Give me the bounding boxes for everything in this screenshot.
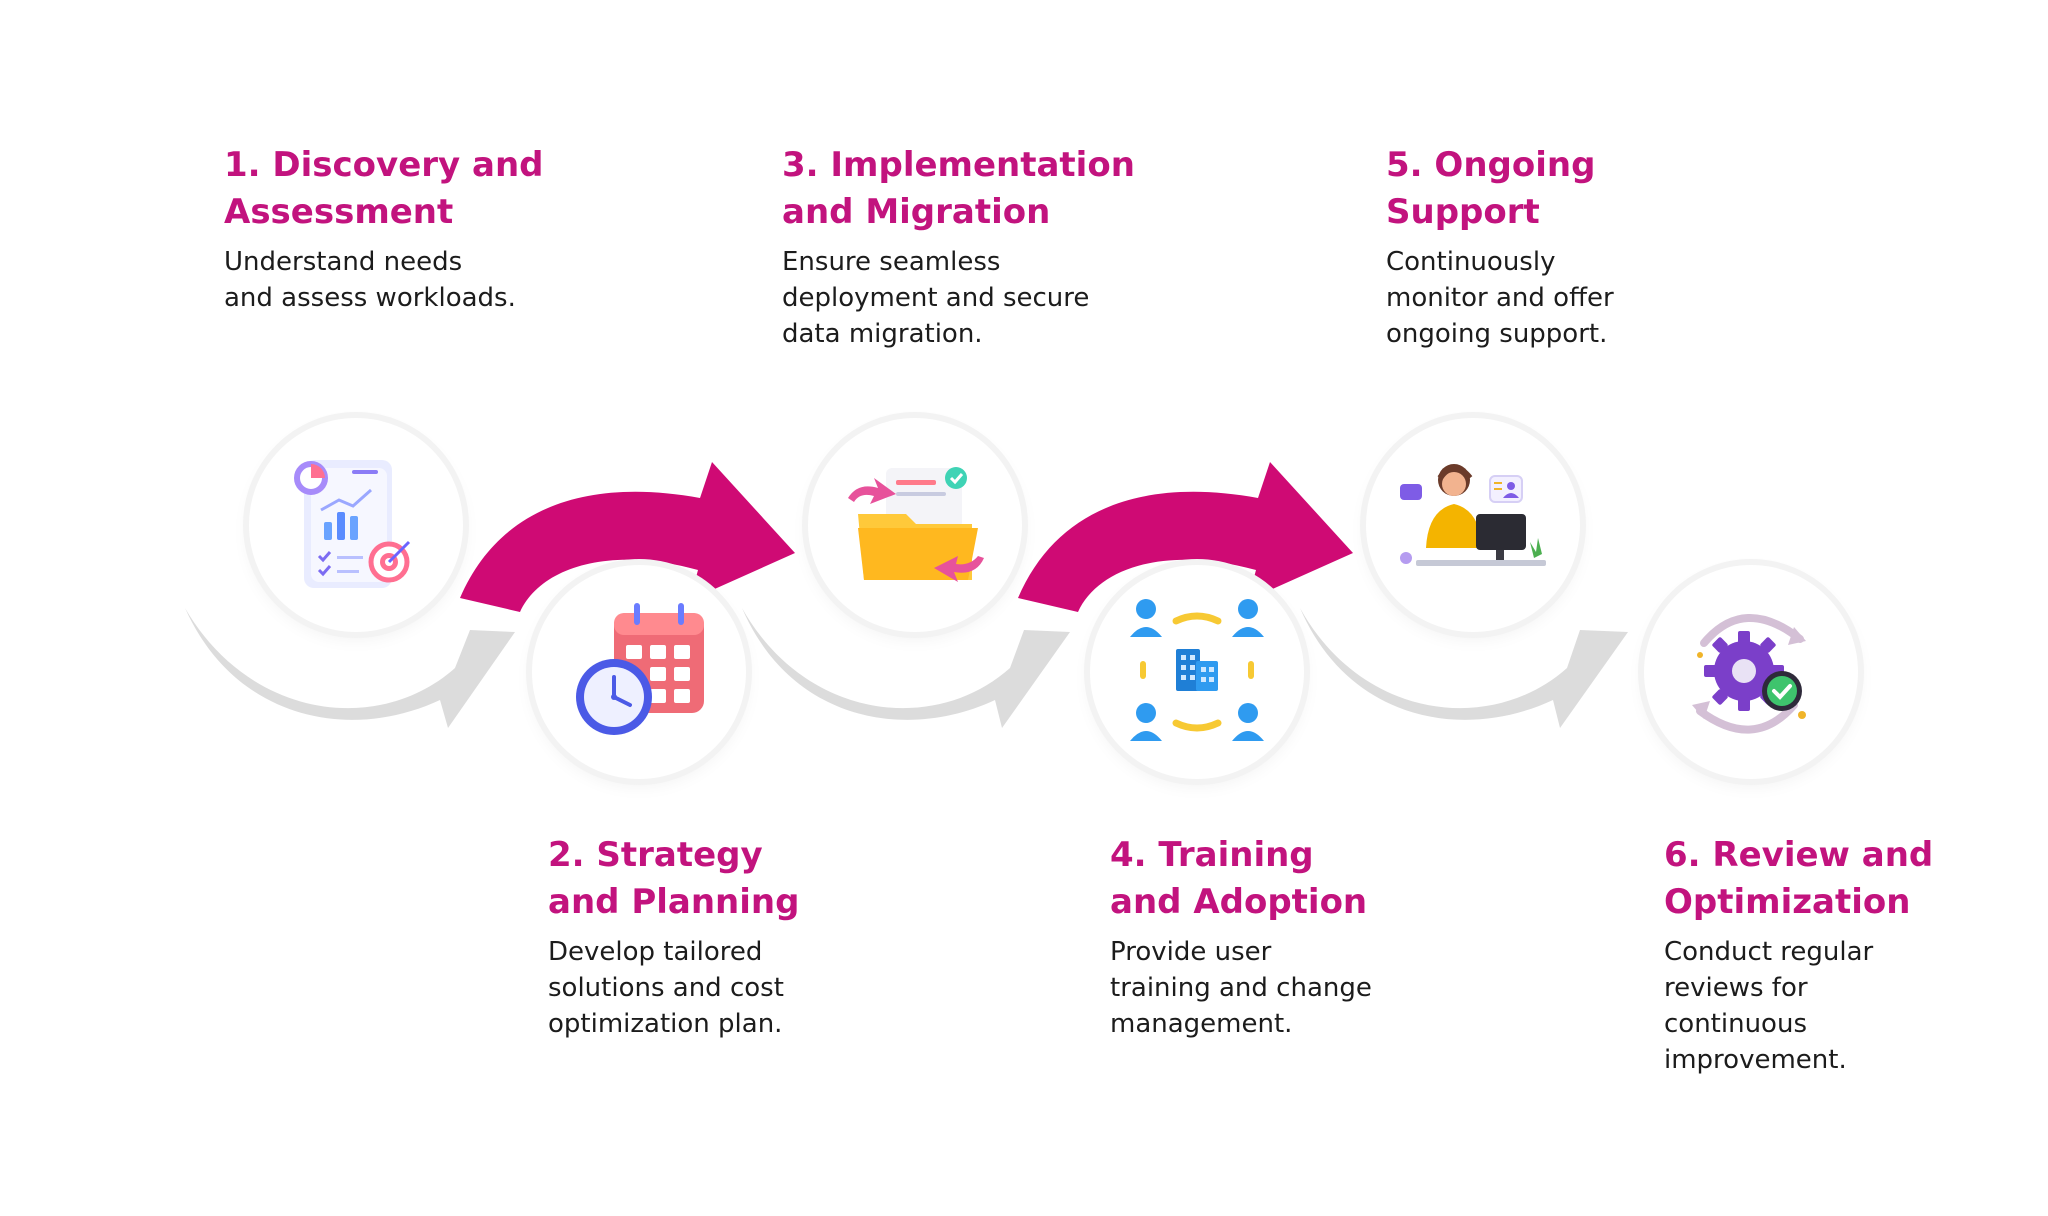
- step-2-circle: [532, 565, 746, 779]
- step-6-description: Conduct regular reviews for continuous i…: [1664, 937, 1874, 1075]
- calendar-clock-icon: [576, 603, 704, 735]
- report-chart-target-icon: [294, 460, 411, 588]
- support-agent-icon: [1400, 464, 1546, 566]
- team-building-icon: [1130, 599, 1264, 741]
- step-1-title: 1. Discovery and Assessment: [224, 145, 544, 232]
- step-5-description: Continuously monitor and offer ongoing s…: [1386, 247, 1614, 349]
- step-5-circle: [1366, 418, 1580, 632]
- step-1-text: 1. Discovery and Assessment Understand n…: [224, 142, 584, 316]
- gear-cycle-check-icon: [1692, 614, 1806, 734]
- step-6-circle: [1644, 565, 1858, 779]
- step-6-text: 6. Review and Optimization Conduct regul…: [1664, 832, 2024, 1078]
- step-2-text: 2. Strategy and Planning Develop tailore…: [548, 832, 908, 1042]
- step-3-text: 3. Implementation and Migration Ensure s…: [782, 142, 1142, 352]
- step-5-text: 5. Ongoing Support Continuously monitor …: [1386, 142, 1746, 352]
- step-2-title: 2. Strategy and Planning: [548, 835, 800, 922]
- step-6-title: 6. Review and Optimization: [1664, 835, 1934, 922]
- step-3-title: 3. Implementation and Migration: [782, 145, 1135, 232]
- magenta-arrow-1: [460, 462, 795, 612]
- gray-arrow-3: [1300, 608, 1628, 728]
- step-3-circle: [808, 418, 1022, 632]
- step-4-title: 4. Training and Adoption: [1110, 835, 1368, 922]
- gray-arrow-1: [185, 608, 515, 728]
- step-4-circle: [1090, 565, 1304, 779]
- folder-transfer-icon: [848, 467, 984, 582]
- step-4-description: Provide user training and change managem…: [1110, 937, 1372, 1039]
- gray-arrow-2: [742, 608, 1070, 728]
- step-2-description: Develop tailored solutions and cost opti…: [548, 937, 784, 1039]
- step-1-circle: [249, 418, 463, 632]
- step-1-description: Understand needs and assess workloads.: [224, 247, 516, 313]
- magenta-arrow-2: [1018, 462, 1353, 612]
- step-5-title: 5. Ongoing Support: [1386, 145, 1596, 232]
- step-4-text: 4. Training and Adoption Provide user tr…: [1110, 832, 1470, 1042]
- step-3-description: Ensure seamless deployment and secure da…: [782, 247, 1090, 349]
